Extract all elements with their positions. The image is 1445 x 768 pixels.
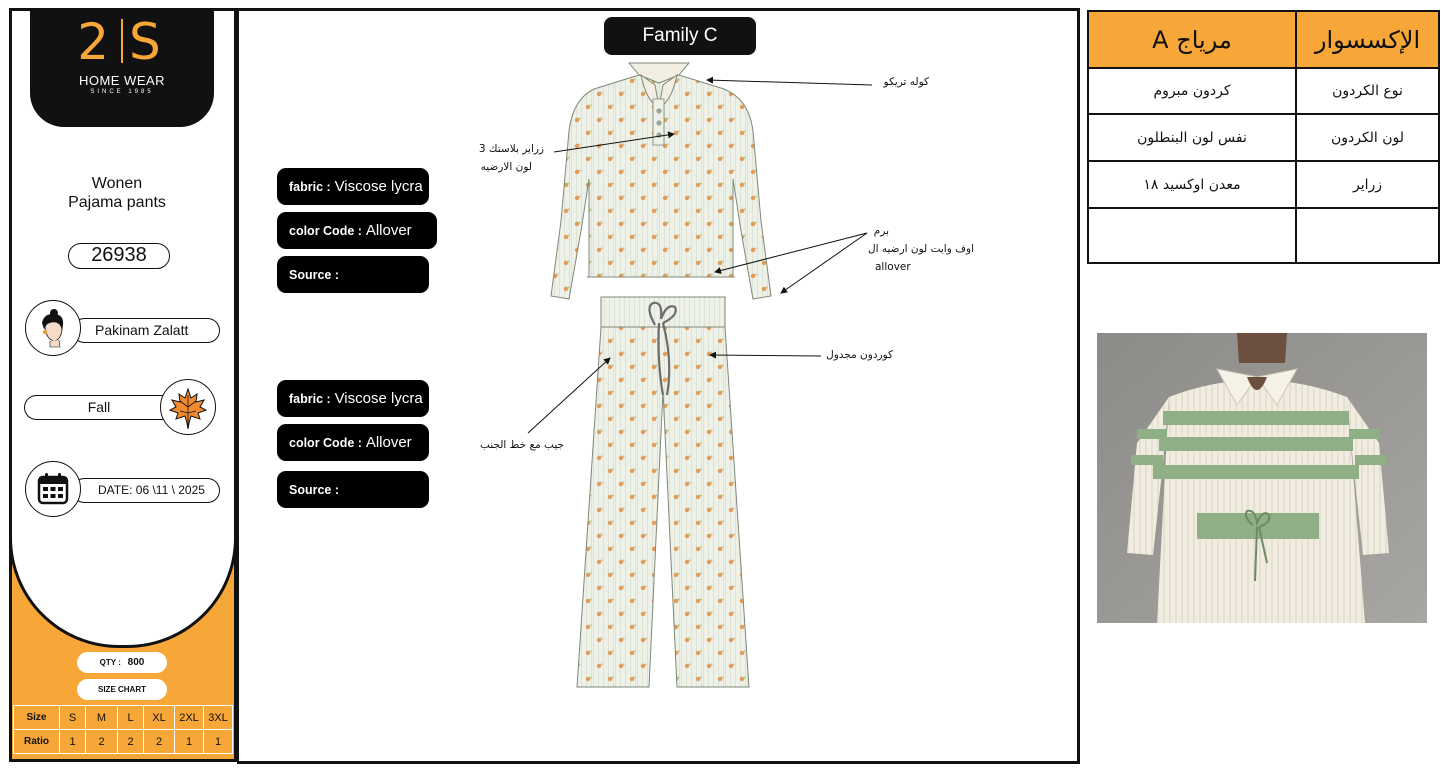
top-fabric-spec: fabric : Viscose lycra (277, 168, 429, 205)
ratio-cell: 2 (85, 729, 118, 754)
shirt-sketch (550, 62, 772, 300)
accessory-row (1087, 207, 1440, 264)
brand-since: SINCE 1985 (90, 89, 154, 95)
bottom-fabric-spec: fabric : Viscose lycra (277, 380, 429, 417)
callout-drawcord: كوردون مجدول (826, 349, 893, 361)
family-label: Family C (604, 17, 756, 55)
pants-sketch (576, 296, 750, 688)
product-title: Wonen Pajama pants (12, 174, 222, 212)
ratio-cell: 1 (174, 729, 204, 754)
callout-buttons-line2: لون الارضيه (480, 161, 532, 173)
bottom-source-spec: Source : (277, 471, 429, 508)
callout-buttons-line1: زراير بلاستك 3 (478, 143, 544, 155)
accessory-name: نوع الكردون (1295, 67, 1440, 115)
tech-sketch-panel: Family C fabric : Viscose lycra color Co… (237, 8, 1080, 764)
ratio-cell: 2 (143, 729, 175, 754)
quantity-label: QTY : (99, 658, 121, 667)
ratio-cell: 2 (117, 729, 144, 754)
callout-collar: كوله تريكو (883, 76, 929, 88)
spec-value: Viscose lycra (334, 390, 423, 407)
quantity-pill: QTY : 800 (77, 652, 167, 673)
size-row: Size S M L XL 2XL 3XL (13, 705, 233, 730)
size-cell: 3XL (203, 705, 233, 730)
designer-avatar-icon (25, 300, 81, 356)
callout-pocket: جيب مع خط الجنب (479, 439, 564, 451)
spec-key: color Code : (289, 224, 362, 238)
accessory-header-trim: مرياج A (1087, 10, 1297, 69)
ratio-cell: 1 (203, 729, 233, 754)
accessory-header-row: مرياج A الإكسسوار (1087, 10, 1440, 69)
accessory-value (1087, 207, 1297, 264)
accessory-value: كردون مبروم (1087, 67, 1297, 115)
spec-key: fabric : (289, 180, 331, 194)
callout-hem-line3: allover (875, 261, 911, 273)
top-source-spec: Source : (277, 256, 429, 293)
callout-hem-line1: برم (873, 225, 889, 237)
designer-pill: Pakinam Zalatt (72, 318, 220, 343)
accessory-row: معدن اوكسيد ١٨ زراير (1087, 160, 1440, 209)
season-pill: Fall (24, 395, 174, 420)
ratio-header: Ratio (13, 729, 60, 754)
callout-hem-line2: اوف وايت لون ارضيه ال (867, 243, 974, 255)
quantity-value: 800 (127, 657, 145, 668)
product-title-line2: Pajama pants (68, 194, 166, 211)
accessory-name: لون الكردون (1295, 113, 1440, 162)
accessory-value: نفس لون البنطلون (1087, 113, 1297, 162)
style-number: 26938 (68, 243, 170, 269)
spec-key: fabric : (289, 392, 331, 406)
spec-key: color Code : (289, 436, 362, 450)
date-label: DATE: 06 \11 \ 2025 (98, 483, 205, 497)
reference-photo (1097, 333, 1427, 623)
size-ratio-table: Size S M L XL 2XL 3XL Ratio 1 2 2 2 1 1 (13, 705, 233, 754)
ratio-row: Ratio 1 2 2 2 1 1 (13, 729, 233, 754)
size-cell: 2XL (174, 705, 204, 730)
accessory-name (1295, 207, 1440, 264)
designer-name: Pakinam Zalatt (95, 322, 189, 338)
top-color-spec: color Code : Allover (277, 212, 437, 249)
accessory-name: زراير (1295, 160, 1440, 209)
spec-value: Viscose lycra (334, 178, 423, 195)
product-title-line1: Wonen (91, 175, 143, 192)
size-cell: M (85, 705, 118, 730)
bottom-color-spec: color Code : Allover (277, 424, 429, 461)
accessory-row: نفس لون البنطلون لون الكردون (1087, 113, 1440, 162)
spec-key: Source : (289, 483, 340, 497)
size-header: Size (13, 705, 60, 730)
season-name: Fall (87, 399, 111, 415)
accessory-row: كردون مبروم نوع الكردون (1087, 67, 1440, 115)
accessory-header-name: الإكسسوار (1295, 10, 1440, 69)
accessory-value: معدن اوكسيد ١٨ (1087, 160, 1297, 209)
date-pill: DATE: 06 \11 \ 2025 (72, 478, 220, 503)
spec-value: Allover (365, 434, 412, 451)
maple-leaf-icon (160, 379, 216, 435)
size-cell: XL (143, 705, 175, 730)
size-cell: S (59, 705, 86, 730)
size-chart-title: SIZE CHART (77, 679, 167, 700)
ratio-cell: 1 (59, 729, 86, 754)
accessory-table: مرياج A الإكسسوار كردون مبروم نوع الكردو… (1087, 10, 1440, 264)
spec-value: Allover (365, 222, 412, 239)
size-cell: L (117, 705, 144, 730)
calendar-icon (25, 461, 81, 517)
garment-sketch (550, 62, 772, 688)
spec-key: Source : (289, 268, 340, 282)
brand-name: HOME WEAR (78, 73, 166, 88)
